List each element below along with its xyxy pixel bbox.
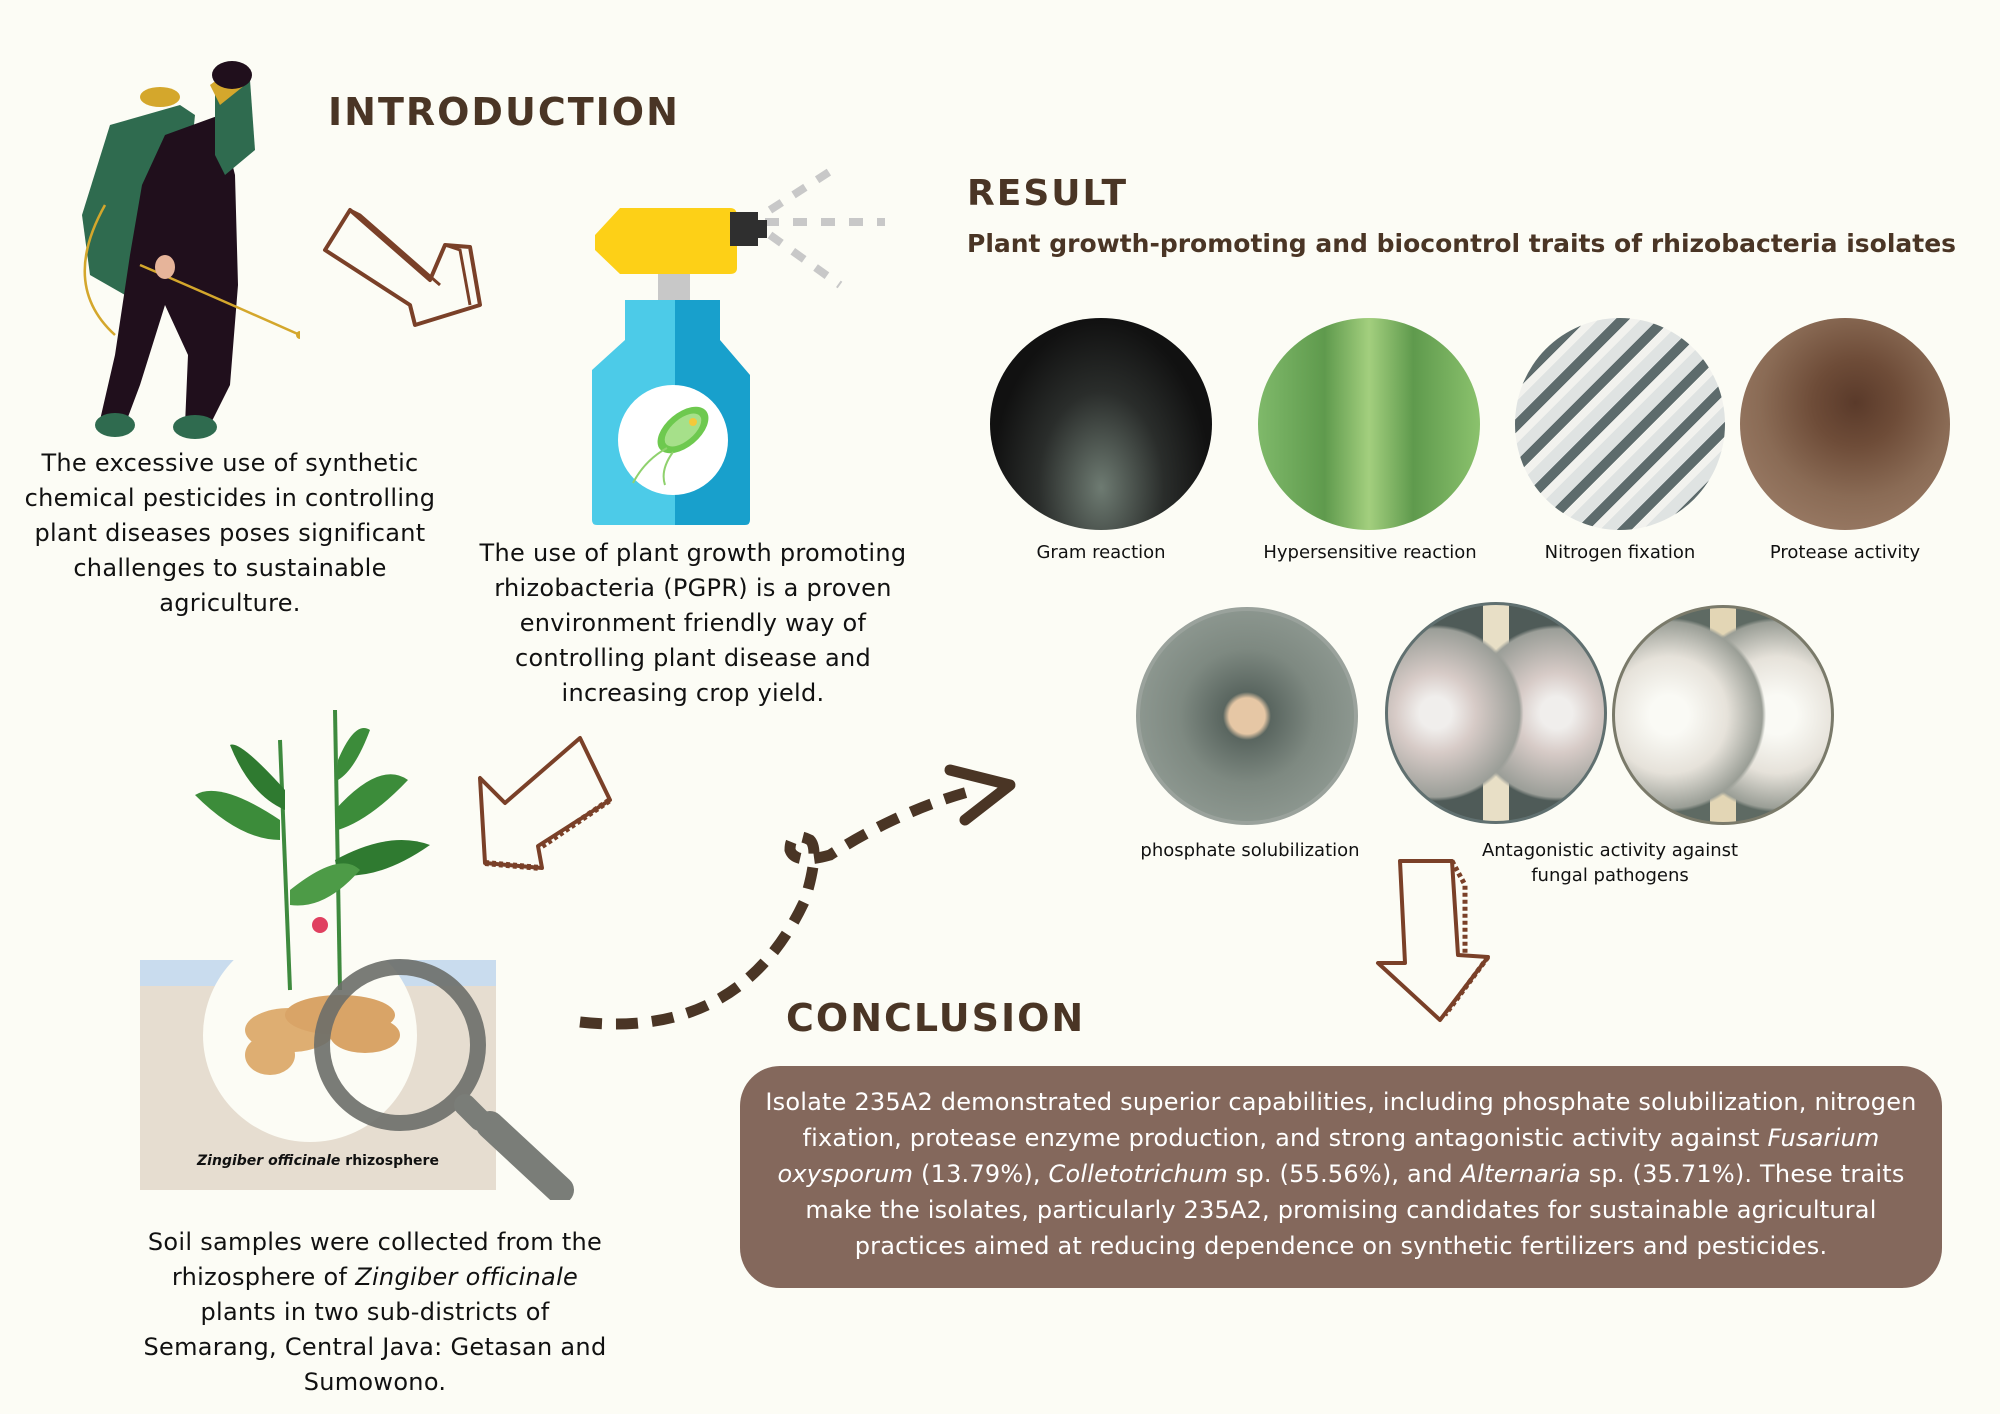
caption-antagonistic-activity: Antagonistic activity against fungal pat…	[1481, 840, 1739, 886]
antagonistic-activity-photo-1	[1385, 602, 1607, 824]
caption-nitrogen-fixation: Nitrogen fixation	[1544, 542, 1696, 563]
hypersensitive-reaction-photo	[1258, 318, 1480, 530]
phosphate-solubilization-photo	[1136, 607, 1358, 825]
nitrogen-fixation-photo	[1515, 318, 1725, 530]
ginger-rhizosphere-illustration	[140, 700, 620, 1204]
soil-sampling-text: Soil samples were collected from the rhi…	[143, 1228, 607, 1396]
introduction-title: INTRODUCTION	[328, 90, 680, 134]
caption-phosphate-solubilization: phosphate solubilization	[1140, 840, 1360, 861]
conclusion-box: Isolate 235A2 demonstrated superior capa…	[740, 1066, 1942, 1288]
pgpr-solution-text: The use of plant growth promoting rhizob…	[479, 539, 907, 707]
pesticide-problem-text: The excessive use of synthetic chemical …	[24, 449, 436, 617]
spray-bottle-illustration	[585, 150, 885, 525]
gram-reaction-photo	[990, 318, 1212, 530]
sketch-arrow-down-icon	[1370, 855, 1500, 1025]
dashed-curved-arrow-icon	[570, 730, 1050, 1050]
caption-gram-reaction: Gram reaction	[1036, 542, 1166, 563]
result-subtitle: Plant growth-promoting and biocontrol tr…	[967, 229, 1957, 258]
result-title: RESULT	[967, 173, 1129, 214]
conclusion-title: CONCLUSION	[786, 996, 1086, 1040]
farmer-spraying-illustration	[70, 55, 304, 445]
caption-hypersensitive-reaction: Hypersensitive reaction	[1263, 542, 1477, 563]
sketch-arrow-down-right-icon	[320, 205, 490, 340]
antagonistic-activity-photo-2	[1612, 605, 1834, 825]
sketch-arrow-down-left-icon	[470, 728, 620, 878]
caption-protease-activity: Protease activity	[1769, 542, 1921, 563]
rhizosphere-image-label: Zingiber officinale rhizosphere	[197, 1153, 439, 1169]
conclusion-text: Isolate 235A2 demonstrated superior capa…	[765, 1088, 1917, 1260]
protease-activity-photo	[1740, 318, 1950, 530]
